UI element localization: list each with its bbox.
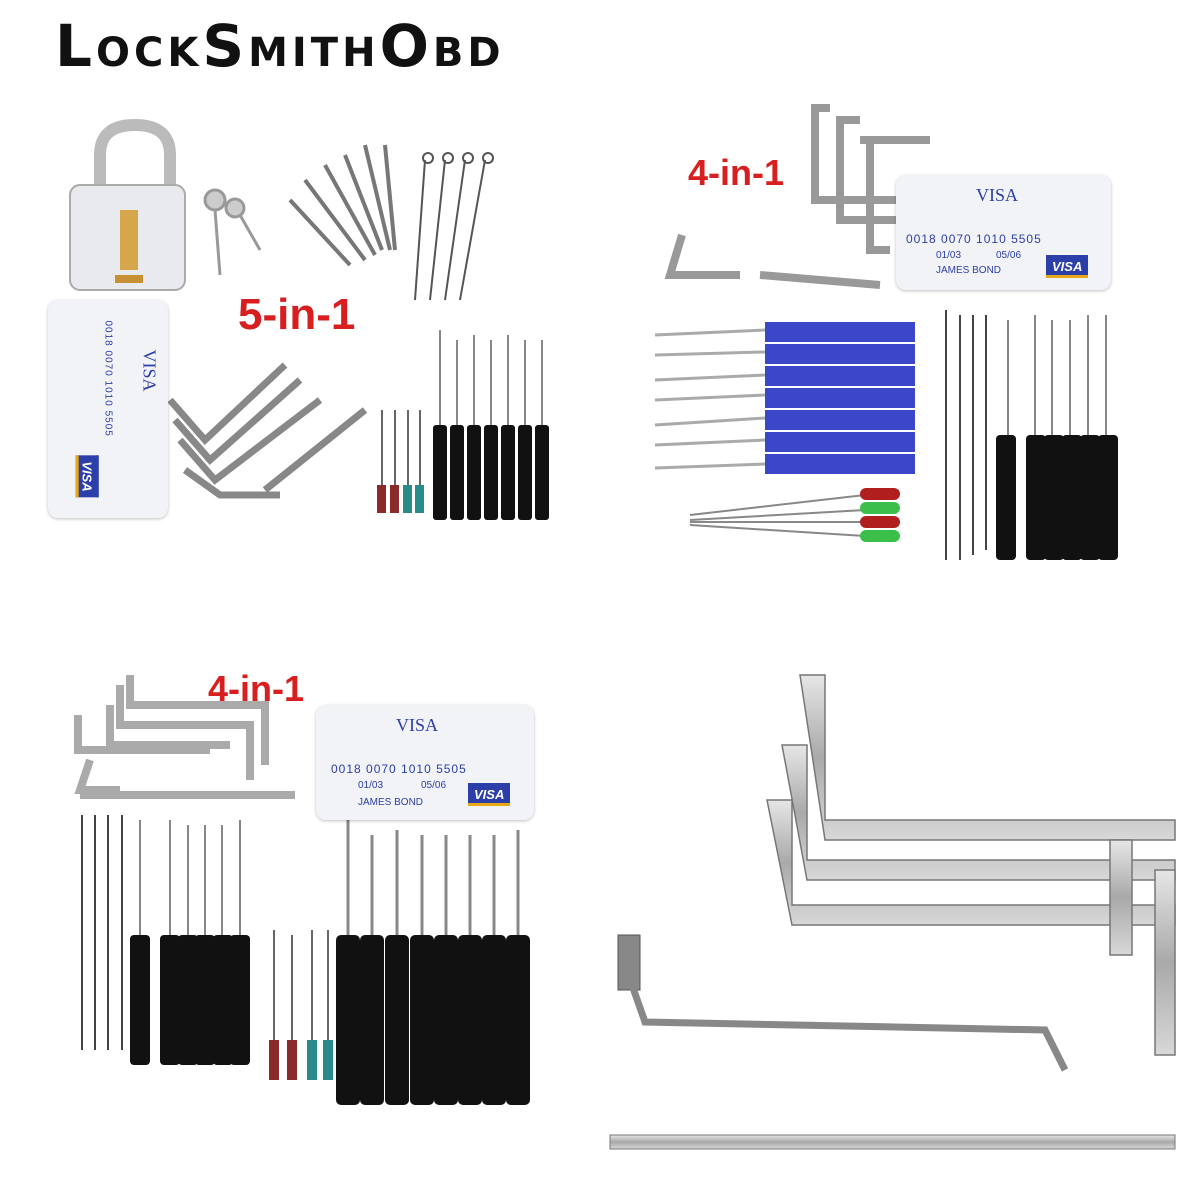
tension-wrenches-icon — [167, 362, 368, 499]
visa-logo: VISA — [1046, 255, 1089, 278]
visa-card-rotated: VISA 0018 0070 1010 5505 VISA — [48, 300, 168, 518]
card-brand-text: VISA — [976, 185, 1019, 205]
kit-4in1-photo-b: 4-in-1 VISA 0018 0070 1010 5505 01/03 05… — [60, 650, 600, 1120]
card-number: 0018 0070 1010 5505 — [102, 320, 114, 437]
black-handle-picks-large-icon — [336, 820, 530, 1105]
black-handle-picks-icon — [996, 315, 1118, 560]
tension-wrenches-large-icon — [766, 674, 1176, 1056]
wire-picks-icon — [81, 815, 123, 1050]
tension-wrench-bent-icon — [617, 934, 1069, 1072]
card-date: 01/03 — [936, 250, 962, 261]
tension-tools-colored-icon — [689, 488, 900, 542]
tension-wrenches-icon — [74, 675, 295, 799]
card-brand-text: VISA — [396, 715, 439, 735]
tension-wrench-closeup-photo — [609, 650, 1200, 1170]
card-number: 0018 0070 1010 5505 — [906, 232, 1042, 246]
keys-icon — [203, 188, 262, 276]
card-holder: JAMES BOND — [358, 797, 424, 808]
black-handle-picks-icon — [433, 330, 549, 520]
kit-4in1-b-illustration — [74, 675, 530, 1105]
kit-count-badge: 5-in-1 — [238, 290, 356, 339]
card-brand-text: VISA — [139, 349, 160, 392]
kit-count-badge: 4-in-1 — [208, 668, 305, 709]
hook-picks-icon — [288, 144, 397, 267]
kit-5in1-illustration — [69, 118, 549, 520]
visa-card: VISA 0018 0070 1010 5505 01/03 05/06 JAM… — [896, 175, 1111, 290]
card-date: 01/03 — [358, 780, 384, 791]
closeup-illustration — [609, 674, 1176, 1150]
wire-picks-icon — [414, 152, 494, 301]
tension-tools-colored-icon — [269, 930, 333, 1080]
tension-tools-colored-icon — [377, 410, 424, 513]
kit-count-badge: 4-in-1 — [688, 152, 785, 193]
card-number: 0018 0070 1010 5505 — [331, 762, 467, 776]
kit-4in1-a-illustration — [654, 104, 1118, 560]
blue-handle-picks-icon — [654, 322, 915, 474]
visa-logo: VISA — [75, 455, 99, 498]
card-expiry: 05/06 — [421, 780, 447, 791]
visa-logo: VISA — [468, 783, 511, 806]
card-expiry: 05/06 — [996, 250, 1022, 261]
black-handle-picks-icon — [130, 820, 250, 1065]
card-holder: JAMES BOND — [936, 265, 1002, 276]
visa-card: VISA 0018 0070 1010 5505 01/03 05/06 JAM… — [316, 705, 534, 820]
brand-logo: LOCKSMITHOBD — [55, 12, 505, 80]
padlock-icon — [69, 118, 186, 291]
kit-4in1-photo-a: 4-in-1 VISA 0018 0070 1010 5505 01/03 05… — [630, 90, 1200, 580]
wire-picks-icon — [945, 310, 987, 560]
tension-wrenches-icon — [664, 104, 930, 289]
flat-bar-icon — [609, 1134, 1176, 1150]
kit-5in1-photo: 5-in-1 VISA 0018 0070 1010 5505 VISA — [20, 100, 580, 560]
